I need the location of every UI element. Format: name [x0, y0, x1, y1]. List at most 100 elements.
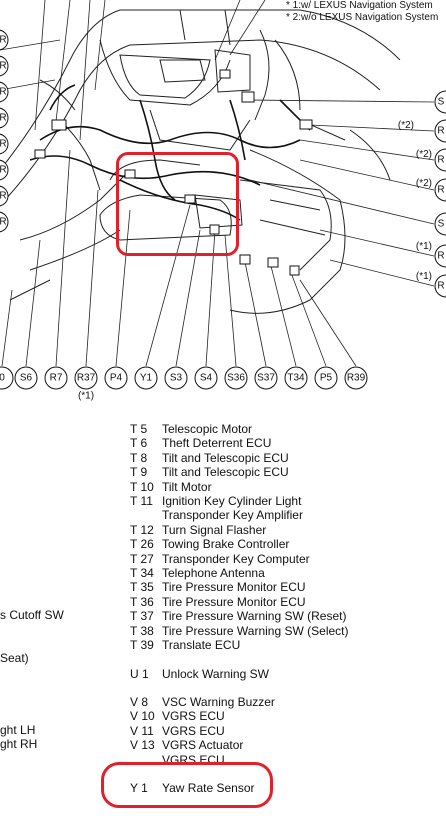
- connector-circle: S: [434, 212, 446, 236]
- svg-text:(*2): (*2): [416, 178, 432, 189]
- svg-text:R: R: [437, 185, 444, 196]
- svg-text:(*1): (*1): [416, 241, 432, 252]
- svg-text:R: R: [0, 35, 7, 46]
- diagram-highlight: [116, 152, 239, 256]
- connector-circle: T34: [284, 366, 308, 390]
- svg-text:S: S: [438, 97, 445, 108]
- svg-text:S37: S37: [257, 373, 275, 384]
- left-connector-labels: R R R R R R R R: [0, 29, 9, 233]
- connector-circle: S: [434, 90, 446, 114]
- svg-text:T34: T34: [287, 373, 305, 384]
- connector-circle: R: [0, 81, 9, 103]
- svg-text:Y1: Y1: [140, 373, 153, 384]
- svg-text:R39: R39: [347, 373, 366, 384]
- connector-circle: P5: [314, 366, 338, 390]
- connector-circle: R: [0, 107, 9, 129]
- svg-text:R: R: [437, 281, 444, 292]
- left-fragment: ght RH: [0, 737, 38, 751]
- connector-circle: R (*1): [416, 241, 446, 268]
- svg-text:0: 0: [0, 373, 5, 384]
- connector-circle: R39: [344, 366, 368, 390]
- svg-text:S3: S3: [170, 373, 183, 384]
- connector-circle: S6: [14, 366, 38, 390]
- connector-circle: Y1: [134, 366, 158, 390]
- svg-text:(*2): (*2): [398, 120, 414, 131]
- connector-circle: R (*1): [416, 271, 446, 298]
- connector-circle: R7: [44, 366, 68, 390]
- leader-lines: [0, 0, 435, 367]
- svg-text:P4: P4: [110, 373, 123, 384]
- svg-text:(*2): (*2): [416, 149, 432, 160]
- svg-text:R: R: [437, 155, 444, 166]
- left-fragment: Seat): [0, 651, 29, 665]
- svg-text:S4: S4: [200, 373, 213, 384]
- navigation-notes: * 1:w/ LEXUS Navigation System * 2:w/o L…: [286, 0, 438, 24]
- svg-text:S36: S36: [227, 373, 245, 384]
- left-fragment: ght LH: [0, 723, 36, 737]
- connector-circle: R (*2): [416, 148, 446, 172]
- connector-circle: R: [0, 29, 9, 51]
- left-fragment: s Cutoff SW: [0, 608, 64, 622]
- svg-text:R: R: [0, 61, 7, 72]
- connector-circle: R: [0, 185, 9, 207]
- svg-text:(*1): (*1): [78, 391, 94, 402]
- wire-harness: [29, 84, 311, 221]
- bottom-connector-labels: 0 S6 R7 R37(*1) P4 Y1 S3 S4 S36 S37 T34 …: [0, 366, 368, 402]
- note-with-navigation: * 1:w/ LEXUS Navigation System: [286, 0, 433, 11]
- svg-text:R: R: [0, 191, 7, 202]
- svg-text:R: R: [0, 113, 7, 124]
- svg-text:R: R: [437, 126, 444, 137]
- connector-circle: S37: [254, 366, 278, 390]
- connector-circle: R (*2): [398, 119, 446, 143]
- connector-circle: R37 (*1): [74, 366, 98, 402]
- svg-text:R: R: [0, 217, 7, 228]
- svg-text:R37: R37: [77, 373, 96, 384]
- svg-text:R: R: [0, 165, 7, 176]
- svg-text:R: R: [0, 87, 7, 98]
- svg-text:R: R: [437, 251, 444, 262]
- list-item: Transponder Key Amplifier: [162, 508, 303, 523]
- connector-circle: S3: [164, 366, 188, 390]
- list-item: VGRS ECU: [162, 752, 225, 765]
- right-connector-labels: S R (*2) R (*2) R (*2) S R (*1) R (*1): [398, 90, 446, 298]
- wiring-location-diagram: 0 S6 R7 R37(*1) P4 Y1 S3 S4 S36 S37 T34 …: [0, 0, 446, 402]
- connector-circle: R: [0, 159, 9, 181]
- connector-circle: S4: [194, 366, 218, 390]
- connector-circle: R: [0, 55, 9, 77]
- connector-circle: R: [0, 211, 9, 233]
- connector-circle: 0: [0, 366, 14, 390]
- connector-circle: R: [0, 133, 9, 155]
- svg-text:P5: P5: [320, 373, 333, 384]
- svg-text:S6: S6: [20, 373, 33, 384]
- svg-text:(*1): (*1): [416, 271, 432, 282]
- note-without-navigation: * 2:w/o LEXUS Navigation System: [286, 12, 439, 23]
- connector-blocks: [34, 69, 313, 276]
- connector-circle: R (*2): [416, 178, 446, 202]
- svg-text:R: R: [0, 139, 7, 150]
- list-highlight: [101, 762, 273, 808]
- connector-circle: P4: [104, 366, 128, 390]
- connector-circle: S36: [224, 366, 248, 390]
